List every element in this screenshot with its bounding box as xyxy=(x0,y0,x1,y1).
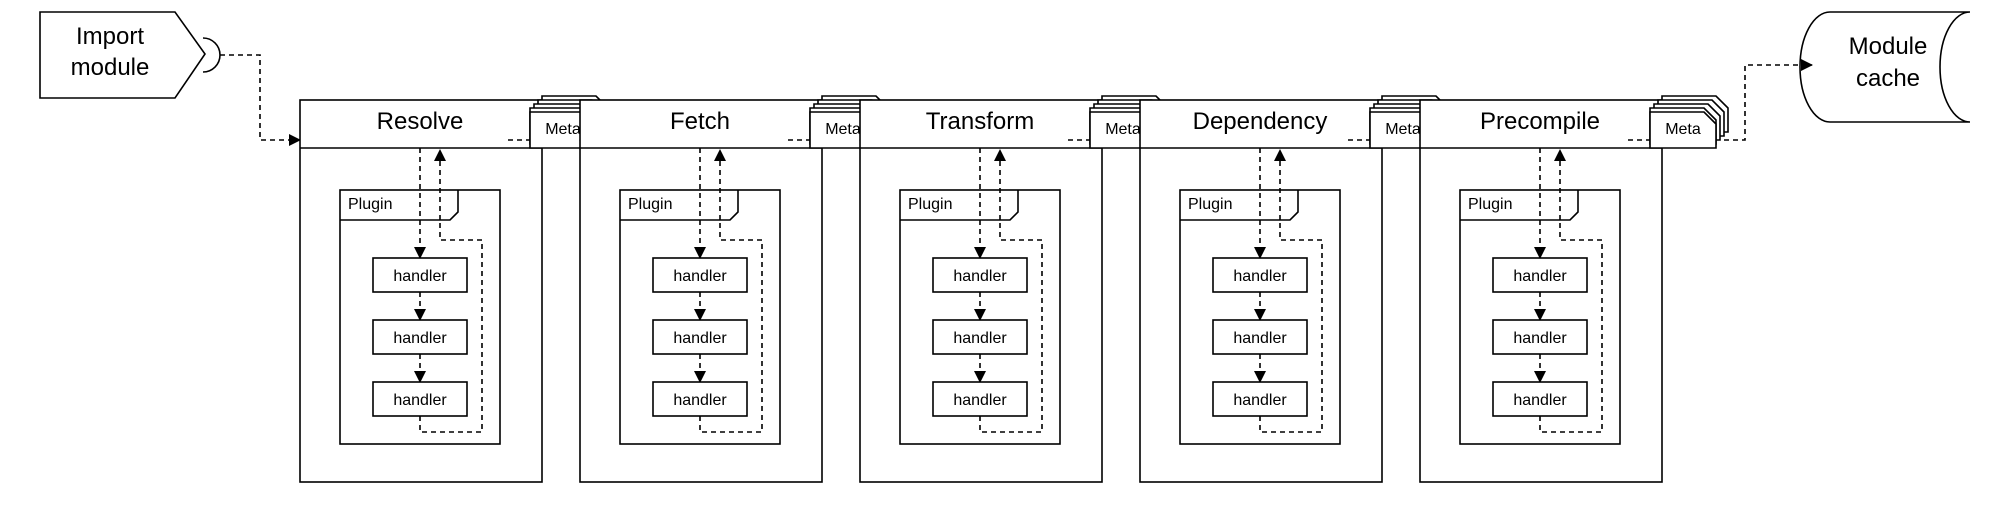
plugin-label: Plugin xyxy=(348,196,392,213)
handler-label: handler xyxy=(1513,330,1567,347)
handler-box xyxy=(1492,319,1588,355)
handler-box xyxy=(932,257,1028,293)
handler-label: handler xyxy=(953,392,1007,409)
meta-to-cache-connector xyxy=(1724,59,1813,141)
handler-label: handler xyxy=(393,392,447,409)
handler-return-loop xyxy=(1539,220,1603,433)
plugin-tab xyxy=(900,190,1019,221)
import-module-label-line2: module xyxy=(71,54,150,81)
stage-title: Resolve xyxy=(377,108,464,135)
plugin-label: Plugin xyxy=(908,196,952,213)
handler-label: handler xyxy=(1513,392,1567,409)
handler-label: handler xyxy=(953,268,1007,285)
handler-label: handler xyxy=(953,330,1007,347)
handler-label: handler xyxy=(1513,268,1567,285)
handler-box xyxy=(652,257,748,293)
handler-label: handler xyxy=(393,330,447,347)
stage-title: Precompile xyxy=(1480,108,1600,135)
module-cache-label-line1: Module xyxy=(1849,33,1928,60)
handler-return-loop xyxy=(1259,220,1323,433)
handler-return-loop xyxy=(979,220,1043,433)
handler-box xyxy=(1212,319,1308,355)
handler-label: handler xyxy=(393,268,447,285)
handler-label: handler xyxy=(673,330,727,347)
meta-label: Meta xyxy=(1105,121,1141,138)
plugin-tab xyxy=(1180,190,1299,221)
handler-box xyxy=(652,319,748,355)
stage-title: Transform xyxy=(926,108,1034,135)
meta-label: Meta xyxy=(1665,121,1701,138)
handler-box xyxy=(1492,257,1588,293)
stage-title: Dependency xyxy=(1193,108,1328,135)
plugin-label: Plugin xyxy=(1188,196,1232,213)
handler-box xyxy=(1492,381,1588,417)
import-module-node: Import module xyxy=(39,11,221,99)
handler-label: handler xyxy=(673,268,727,285)
plugin-tab xyxy=(620,190,739,221)
meta-label: Meta xyxy=(1385,121,1421,138)
handler-box xyxy=(932,381,1028,417)
stage-title: Fetch xyxy=(670,108,730,135)
handler-box xyxy=(372,257,468,293)
handler-label: handler xyxy=(1233,392,1287,409)
module-cache-label-line2: cache xyxy=(1856,65,1920,92)
plugin-tab xyxy=(340,190,459,221)
plugin-label: Plugin xyxy=(1468,196,1512,213)
plugin-tab xyxy=(1460,190,1579,221)
meta-document xyxy=(1649,111,1717,149)
handler-return-loop xyxy=(419,220,483,433)
import-to-resolve-connector xyxy=(220,54,301,146)
handler-label: handler xyxy=(1233,268,1287,285)
plugin-label: Plugin xyxy=(628,196,672,213)
module-cache-node: Module cache xyxy=(1799,11,1971,123)
handler-label: handler xyxy=(673,392,727,409)
meta-label: Meta xyxy=(545,121,581,138)
handler-box xyxy=(932,319,1028,355)
handler-return-loop xyxy=(699,220,763,433)
import-module-label-line1: Import xyxy=(76,23,144,50)
handler-label: handler xyxy=(1233,330,1287,347)
meta-label: Meta xyxy=(825,121,861,138)
